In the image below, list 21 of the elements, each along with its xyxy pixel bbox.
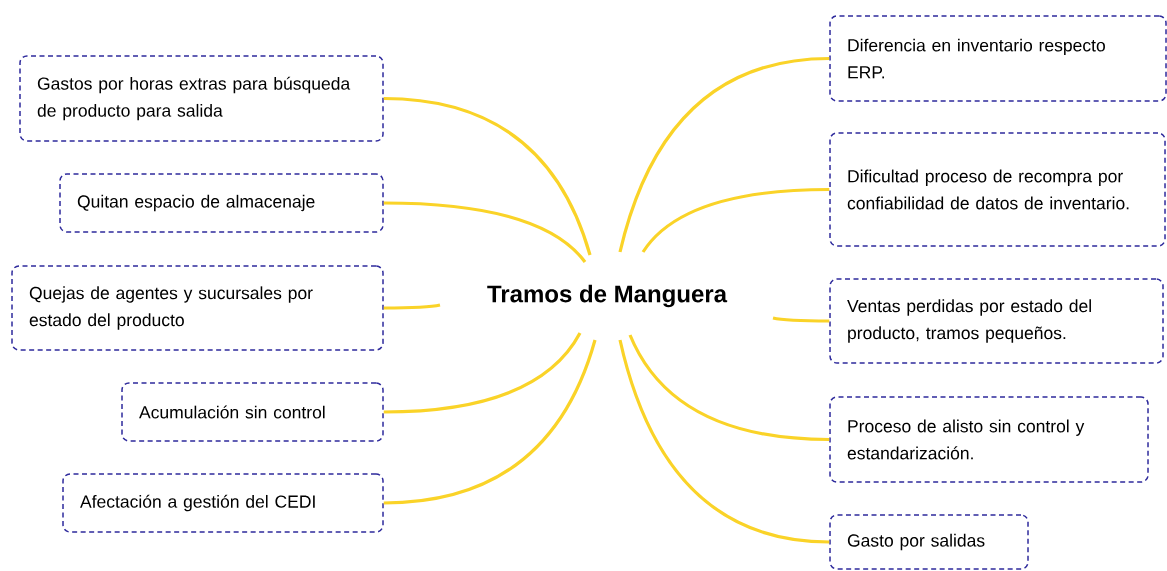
topic-box: Acumulación sin control bbox=[121, 382, 384, 442]
topic-box: Gasto por salidas bbox=[829, 514, 1029, 570]
topic-box: Dificultad proceso de recompra por confiabilidad de datos de inventario. bbox=[829, 132, 1166, 247]
branch-line bbox=[383, 201, 587, 264]
branch-line bbox=[641, 187, 830, 253]
central-topic: Tramos de Manguera bbox=[487, 284, 728, 308]
topic-box: Gastos por horas extras para búsqueda de producto para salida bbox=[19, 55, 384, 142]
branch-line bbox=[383, 332, 582, 414]
branch-line bbox=[383, 96, 592, 256]
branch-line bbox=[383, 339, 597, 505]
topic-box: Quitan espacio de almacenaje bbox=[59, 173, 384, 233]
topic-box: Diferencia en inventario respecto ERP. bbox=[829, 15, 1167, 102]
branch-line bbox=[628, 334, 830, 442]
branch-line bbox=[772, 316, 830, 323]
branch-line bbox=[618, 56, 830, 253]
topic-box: Afectación a gestión del CEDI bbox=[62, 473, 384, 533]
branch-line bbox=[383, 303, 441, 310]
topic-box: Proceso de alisto sin control y estandarización. bbox=[829, 396, 1149, 483]
topic-box: Quejas de agentes y sucursales por estado del producto bbox=[11, 265, 384, 351]
topic-box: Ventas perdidas por estado del producto, tramos pequeños. bbox=[829, 278, 1164, 364]
branch-line bbox=[618, 339, 830, 544]
